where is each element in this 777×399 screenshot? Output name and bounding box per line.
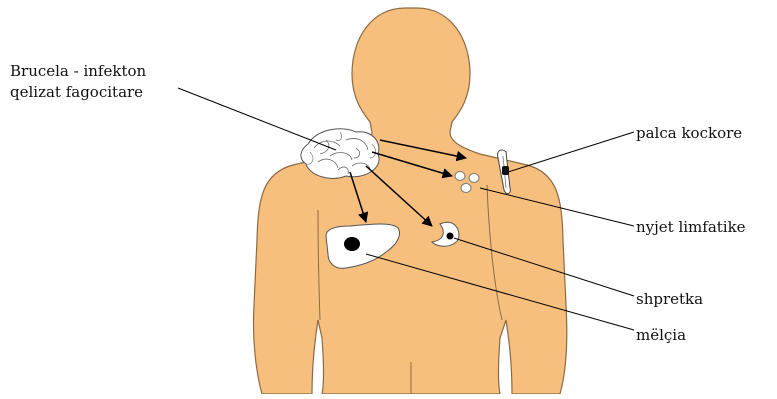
pathogen-label-line2: qelizat fagocitare: [10, 83, 143, 101]
pathogen-label-line1: Brucela - infekton: [10, 62, 146, 80]
human-body-silhouette: [253, 8, 566, 394]
leader-pathogen: [178, 88, 336, 150]
spleen-label: shpretka: [636, 290, 703, 308]
lymph-nodes-label: nyjet limfatike: [636, 218, 746, 236]
leader-bone-marrow: [508, 132, 634, 172]
liver-label: mëlçia: [636, 326, 686, 344]
bone-marrow-label: palca kockore: [636, 124, 742, 142]
phagocyte-cluster: [301, 129, 379, 178]
